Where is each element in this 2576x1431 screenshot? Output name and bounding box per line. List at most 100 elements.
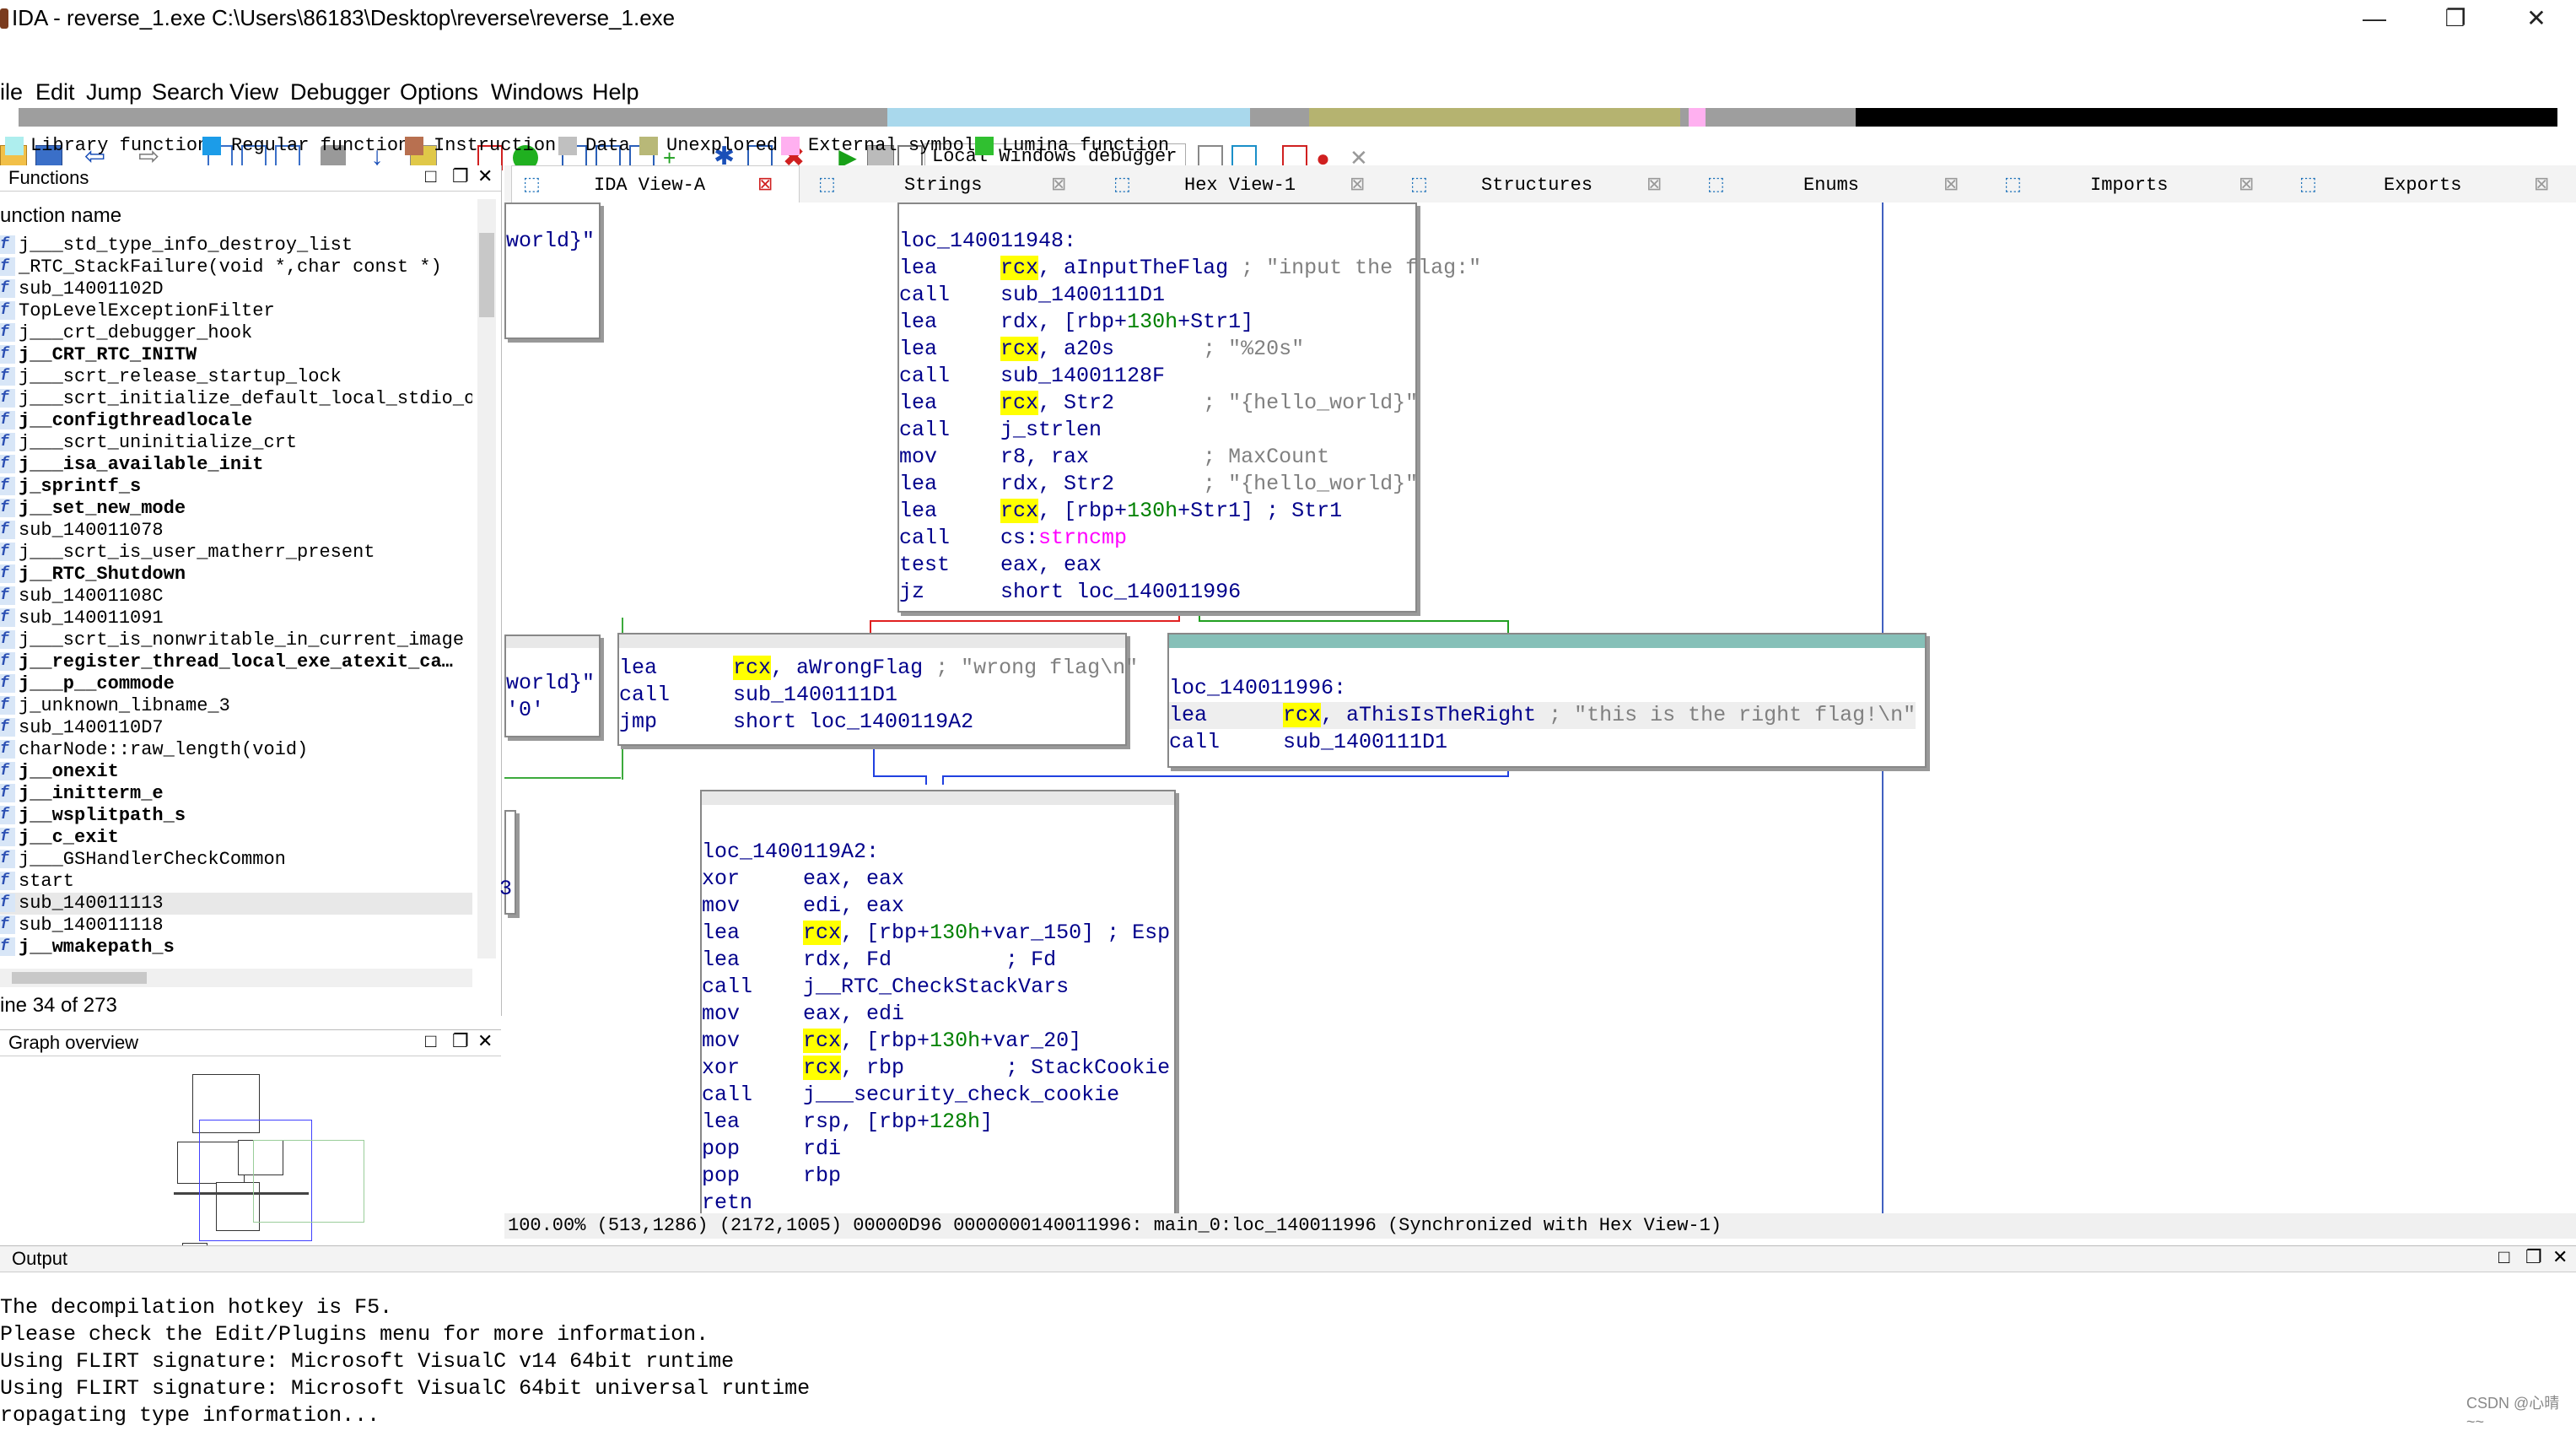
- menu-debugger[interactable]: Debugger: [290, 79, 391, 105]
- tab-enums-close-icon[interactable]: ⊠: [1943, 175, 1959, 196]
- tab-structures[interactable]: Structures: [1481, 175, 1593, 196]
- graph-view[interactable]: world}" world}" '0' 3 loc_140011948: lea…: [499, 202, 2576, 1218]
- tab-imports[interactable]: Imports: [2090, 175, 2169, 196]
- menu-edit[interactable]: Edit: [35, 79, 75, 105]
- horizontal-scrollbar[interactable]: [0, 969, 472, 987]
- tab-ida-view-a-close-icon[interactable]: ⊠: [757, 175, 773, 196]
- forward-arrow-icon[interactable]: ⇨: [138, 143, 160, 170]
- overview-viewport[interactable]: [199, 1120, 312, 1241]
- output-line: Using FLIRT signature: Microsoft VisualC…: [0, 1376, 811, 1401]
- graph-node-main[interactable]: loc_140011948: lea rcx, aInputTheFlag ; …: [897, 202, 1481, 613]
- tab-exports[interactable]: Exports: [2384, 175, 2462, 196]
- breakpoint-add-icon[interactable]: ●: [1316, 145, 1330, 171]
- menu-view[interactable]: View: [229, 79, 279, 105]
- tab-strings[interactable]: Strings: [904, 175, 983, 196]
- debugger-select-value: Local Windows debugger: [932, 146, 1178, 167]
- graph-node-wrong-flag[interactable]: lea rcx, aWrongFlag ; "wrong flag\n" cal…: [617, 633, 1138, 746]
- pane-maximize-icon[interactable]: □: [425, 165, 437, 186]
- output-float-icon[interactable]: ❐: [2525, 1246, 2542, 1267]
- function-icon: f: [0, 762, 15, 781]
- tab-ida-view-a[interactable]: IDA View-A: [594, 175, 706, 196]
- tab-ida-view-a-bg[interactable]: [511, 165, 800, 203]
- tab-strings-close-icon[interactable]: ⊠: [1051, 175, 1067, 196]
- minimize-button[interactable]: —: [2363, 5, 2386, 31]
- tab-hex-view-1[interactable]: Hex View-1: [1184, 175, 1296, 196]
- close-window-button[interactable]: ✕: [2526, 5, 2546, 31]
- scrollbar-thumb[interactable]: [479, 233, 494, 317]
- output-maximize-icon[interactable]: □: [2498, 1246, 2510, 1267]
- hscroll-thumb[interactable]: [12, 972, 147, 984]
- function-list-item[interactable]: f_RTC_StackFailure(void *,char const *): [0, 256, 472, 278]
- overview-node: [216, 1182, 260, 1231]
- graph-node-right-flag[interactable]: loc_140011996: lea rcx, aThisIsTheRight …: [1167, 633, 1927, 768]
- tab-structures-close-icon[interactable]: ⊠: [1646, 175, 1663, 196]
- tab-enums[interactable]: Enums: [1803, 175, 1860, 196]
- graph-node-stub[interactable]: world}" '0': [504, 634, 601, 737]
- vertical-scrollbar[interactable]: [477, 199, 496, 958]
- menu-file[interactable]: ile: [0, 79, 24, 105]
- graph-node-stub[interactable]: world}": [504, 202, 601, 339]
- menu-help[interactable]: Help: [592, 79, 639, 105]
- run-icon[interactable]: ▶: [838, 144, 857, 170]
- jump-down-icon[interactable]: ↓: [370, 143, 384, 170]
- menu-jump[interactable]: Jump: [86, 79, 143, 105]
- overview-close-icon[interactable]: ✕: [477, 1030, 493, 1051]
- menu-search[interactable]: Search: [152, 79, 224, 105]
- script-icon[interactable]: ✱: [714, 143, 736, 170]
- back-arrow-icon[interactable]: ⇦: [84, 143, 106, 170]
- add-icon[interactable]: +: [663, 145, 676, 170]
- column-header-function-name[interactable]: unction name: [0, 204, 122, 227]
- graph-node-stub[interactable]: 3: [499, 810, 516, 915]
- output-close-icon[interactable]: ✕: [2552, 1246, 2568, 1267]
- overview-maximize-icon[interactable]: □: [425, 1030, 437, 1051]
- breakpoint-remove-icon[interactable]: ✕: [1350, 145, 1368, 170]
- tab-hex-view-close-icon[interactable]: ⊠: [1350, 175, 1366, 196]
- tab-imports-close-icon[interactable]: ⊠: [2239, 175, 2255, 196]
- asm-line: jz short loc_140011996: [899, 580, 1242, 604]
- menu-options[interactable]: Options: [400, 79, 479, 105]
- overview-float-icon[interactable]: ❐: [452, 1030, 469, 1051]
- pane-float-icon[interactable]: ❐: [452, 165, 469, 186]
- tab-exports-close-icon[interactable]: ⊠: [2534, 175, 2550, 196]
- navigation-band[interactable]: [19, 108, 2557, 127]
- maximize-button[interactable]: ❐: [2444, 5, 2466, 31]
- legend-instruction: Instruction: [434, 135, 557, 156]
- pane-close-icon[interactable]: ✕: [477, 165, 493, 186]
- function-name: sub_140011113: [19, 893, 164, 914]
- menu-windows[interactable]: Windows: [491, 79, 584, 105]
- graph-overview-canvas[interactable]: [0, 1057, 501, 1255]
